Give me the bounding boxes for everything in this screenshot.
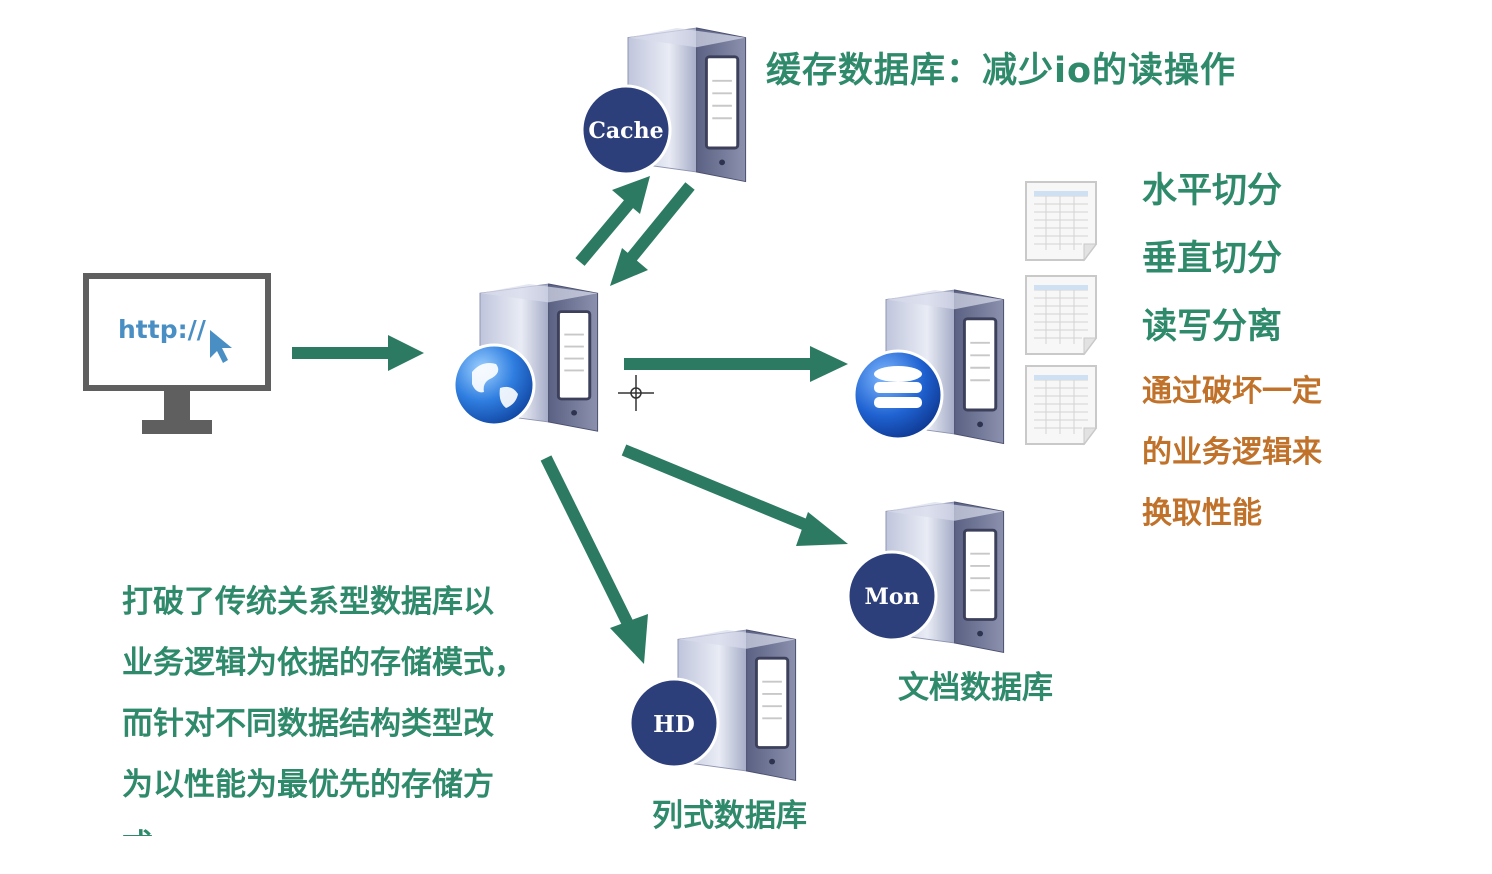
arrow-cache-to-web	[610, 182, 695, 286]
spreadsheet-icon	[1025, 181, 1097, 261]
tradeoff-note-line: 换取性能	[1142, 496, 1262, 531]
hd-badge: HD	[653, 711, 695, 738]
spreadsheet-icon	[1025, 365, 1097, 445]
arrow-web-to-column	[540, 455, 648, 664]
cache-server-icon: Cache	[580, 26, 748, 184]
column-db-server-icon: HD	[628, 628, 798, 782]
arrows	[292, 176, 848, 664]
mon-badge: Mon	[864, 584, 919, 610]
column-db-caption: 列式数据库	[652, 798, 807, 834]
crosshair-icon	[618, 375, 654, 411]
cache-badge: Cache	[588, 118, 663, 144]
tradeoff-note-line: 的业务逻辑来	[1142, 435, 1322, 470]
arrow-web-to-cache	[575, 176, 650, 266]
arrow-browser-to-web	[292, 335, 424, 371]
web-server-icon	[452, 282, 600, 433]
nosql-note: 打破了传统关系型数据库以 业务逻辑为依据的存储模式， 而针对不同数据结构类型改 …	[122, 580, 592, 836]
nosql-note-line: 打破了传统关系型数据库以	[122, 584, 494, 620]
strategy-read-write-split: 读写分离	[1142, 307, 1283, 347]
document-db-caption: 文档数据库	[898, 670, 1053, 706]
cursor-icon	[210, 330, 232, 363]
arrow-web-to-relational	[624, 346, 848, 382]
nosql-note-line: 式	[122, 824, 592, 836]
database-icon	[874, 366, 922, 408]
table-documents	[1025, 181, 1097, 445]
strategy-horizontal-shard: 水平切分	[1142, 171, 1283, 211]
spreadsheet-icon	[1025, 275, 1097, 355]
arrow-web-to-document	[621, 444, 848, 546]
tradeoff-note-line: 通过破坏一定	[1142, 374, 1322, 409]
nosql-note-line: 为以性能为最优先的存储方	[122, 767, 494, 803]
cache-caption: 缓存数据库：减少io的读操作	[766, 51, 1237, 91]
strategy-vertical-shard: 垂直切分	[1142, 239, 1283, 279]
url-text: http://	[118, 315, 207, 344]
browser-monitor-icon: http://	[83, 273, 271, 434]
relational-strategies: 水平切分 垂直切分 读写分离 通过破坏一定 的业务逻辑来 换取性能	[1142, 168, 1322, 555]
document-db-server-icon: Mon	[846, 500, 1006, 654]
nosql-note-line: 业务逻辑为依据的存储模式，	[122, 645, 525, 681]
relational-db-server-icon	[852, 288, 1006, 446]
nosql-note-line: 而针对不同数据结构类型改	[122, 706, 494, 742]
